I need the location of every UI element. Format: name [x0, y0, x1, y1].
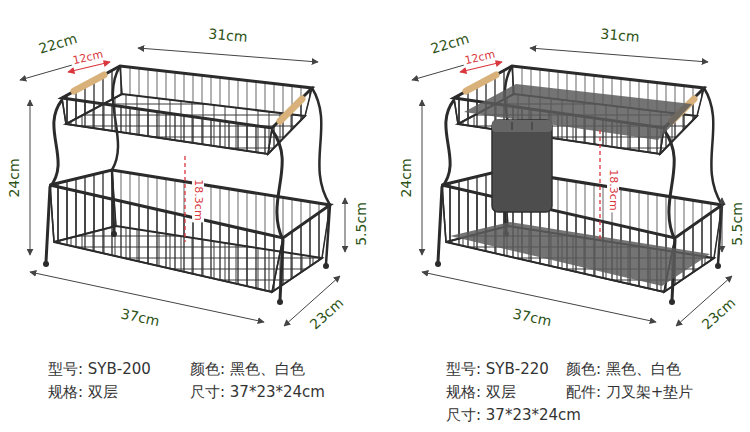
dimension-label: 24cm [7, 156, 22, 199]
dimension-label: 24cm [399, 156, 414, 199]
dimension-label: 5.5cm [730, 200, 745, 248]
dimension-label: 12cm [462, 48, 499, 68]
spec-text: 型号: SYB-220 [446, 361, 549, 378]
spec-text: 型号: SYB-200 [48, 361, 151, 378]
spec-text: 尺寸: 37*23*24cm [446, 407, 581, 424]
dimension-label: 31cm [598, 26, 642, 45]
dimension-label: 22cm [427, 30, 473, 57]
spec-text: 规格: 双层 [446, 384, 516, 401]
dimension-label: 18.3cm [607, 167, 619, 212]
dimension-label: 5.5cm [354, 200, 369, 248]
dimension-label: 37cm [117, 306, 162, 330]
dimension-label: 23cm [698, 294, 740, 334]
spec-text: 颜色: 黑色、白色 [190, 361, 305, 378]
dimension-label: 22cm [35, 30, 81, 57]
dimension-label: 12cm [70, 48, 107, 68]
dimension-label: 23cm [306, 294, 348, 334]
dimension-label: 31cm [206, 26, 250, 45]
spec-text: 规格: 双层 [48, 384, 118, 401]
dimension-label: 37cm [509, 306, 554, 330]
spec-text: 颜色: 黑色、白色 [566, 361, 681, 378]
dimension-label: 18.3cm [192, 177, 204, 222]
spec-text: 尺寸: 37*23*24cm [190, 384, 325, 401]
spec-text: 配件: 刀叉架+垫片 [566, 384, 693, 401]
